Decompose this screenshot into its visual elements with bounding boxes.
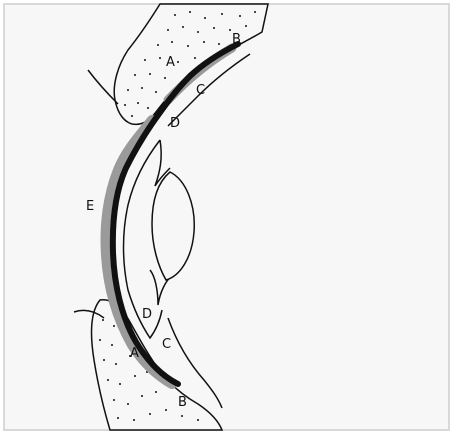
paper-background [4,4,449,430]
label-d-lower: D [142,307,152,322]
label-a-lower: A [130,346,139,361]
label-e: E [86,199,94,214]
label-a-upper: A [166,55,175,70]
label-c-upper: C [196,83,205,98]
label-b-lower: B [178,395,187,410]
label-c-lower: C [162,337,171,352]
label-b-upper: B [232,32,241,47]
label-d-upper: D [170,116,180,131]
